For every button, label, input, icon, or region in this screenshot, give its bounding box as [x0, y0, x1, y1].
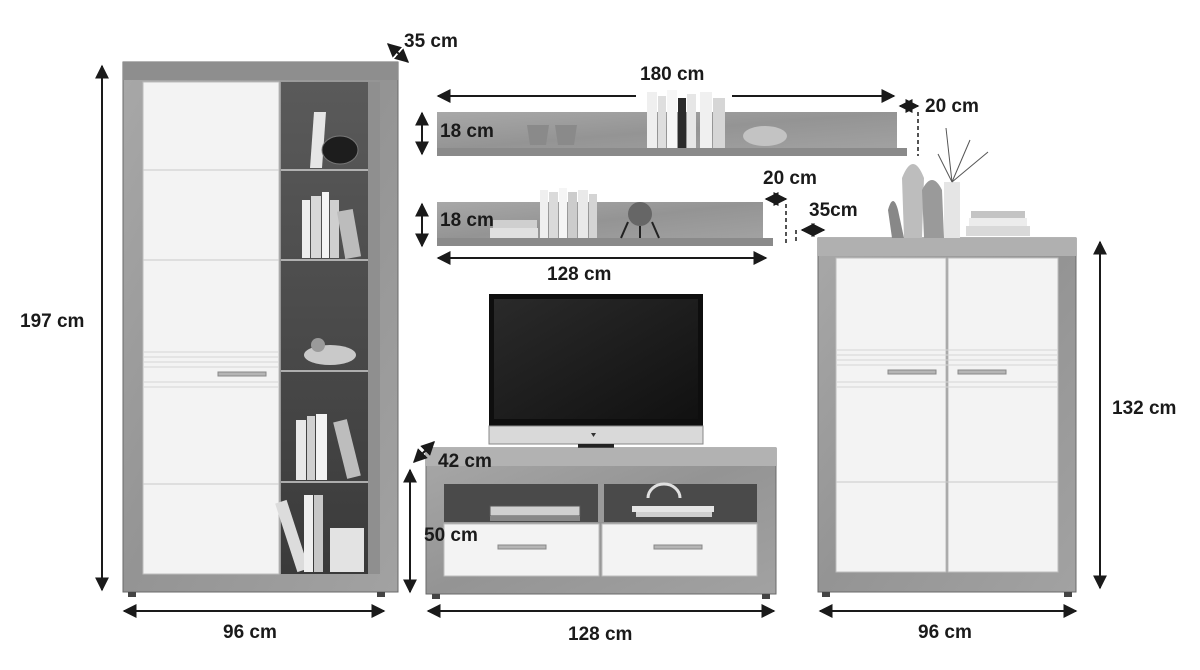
- tv-lowboard-handle-left: [497, 544, 547, 550]
- wall-shelf-long-cups: [527, 125, 577, 145]
- tv-width-label: 128 cm: [568, 624, 632, 645]
- highboard-cabinet: [817, 127, 1077, 597]
- showcase-groove-pattern: [143, 351, 279, 388]
- tv-lowboard-player: [489, 505, 581, 521]
- wall-shelf-short: [437, 188, 773, 246]
- showcase-books-1: [302, 192, 362, 260]
- highboard-handle-left: [887, 369, 937, 375]
- showcase-top-edge: [123, 62, 398, 80]
- showcase-right-side: [368, 82, 380, 574]
- showcase-door-handle: [217, 371, 267, 377]
- highboard-handle-right: [957, 369, 1007, 375]
- tv-lowboard: [425, 447, 777, 599]
- highboard-width-label: 96 cm: [918, 622, 972, 643]
- highboard-height-label: 132 cm: [1112, 398, 1176, 419]
- wall-shelf-short-planter: [620, 202, 660, 239]
- tv-lowboard-handle-right: [653, 544, 703, 550]
- tv-stand-neck: [578, 444, 614, 450]
- wall-shelf-long: [437, 90, 907, 156]
- tv-depth-label: 42 cm: [438, 451, 492, 472]
- showcase-depth-label: 35 cm: [404, 31, 458, 52]
- showcase-depth-arrow: [386, 43, 410, 63]
- tv-lowboard-headphones: [646, 482, 682, 499]
- highboard-top: [818, 238, 1076, 256]
- wall-shelf-long-books: [647, 90, 725, 148]
- shelf-long-depth-label: 20 cm: [925, 96, 979, 117]
- tv-lowboard-divider: [598, 484, 604, 522]
- highboard-door-left: [835, 257, 947, 573]
- wall-shelf-short-books: [490, 188, 597, 238]
- dashed-guides: [785, 112, 919, 246]
- shelf-long-height-label: 18 cm: [440, 121, 494, 142]
- highboard-flowers: [937, 127, 989, 183]
- shelf-long-width-label: 180 cm: [640, 64, 704, 85]
- dimension-lines: [95, 43, 1107, 618]
- tv-screen: [494, 299, 698, 419]
- tv-lowboard-drawer-left: [443, 523, 600, 577]
- highboard-groove-pattern: [836, 349, 1058, 388]
- highboard-depth-label: 35cm: [809, 200, 858, 221]
- tv-lowboard-top: [426, 448, 776, 466]
- wall-shelf-short-board: [437, 238, 773, 246]
- showcase-height-label: 197 cm: [20, 311, 84, 332]
- shelf-short-depth-label: 20 cm: [763, 168, 817, 189]
- showcase-glass-compartment: [281, 82, 368, 574]
- tv-height-label: 50 cm: [424, 525, 478, 546]
- showcase-books-3: [275, 495, 364, 573]
- showcase-width-label: 96 cm: [223, 622, 277, 643]
- tv-lowboard-books: [632, 506, 714, 517]
- tv-bottom-strip: [488, 425, 704, 445]
- highboard-door-right: [947, 257, 1059, 573]
- wall-shelf-long-bowl: [743, 126, 787, 146]
- showcase-books-2: [296, 414, 361, 480]
- television: [488, 294, 704, 456]
- showcase-glass-shelves: [281, 169, 368, 483]
- tv-depth-arrow: [413, 441, 435, 463]
- shelf-short-width-label: 128 cm: [547, 264, 611, 285]
- shelf-short-height-label: 18 cm: [440, 210, 494, 231]
- showcase-cabinet: [122, 61, 399, 597]
- wall-shelf-long-board: [437, 148, 907, 156]
- highboard-vases: [888, 164, 960, 238]
- showcase-bowl: [304, 338, 356, 365]
- tv-logo: [591, 433, 596, 437]
- showcase-door: [142, 81, 280, 575]
- showcase-vase-group: [310, 112, 359, 168]
- highboard-books: [966, 211, 1030, 236]
- tv-lowboard-drawer-right: [601, 523, 758, 577]
